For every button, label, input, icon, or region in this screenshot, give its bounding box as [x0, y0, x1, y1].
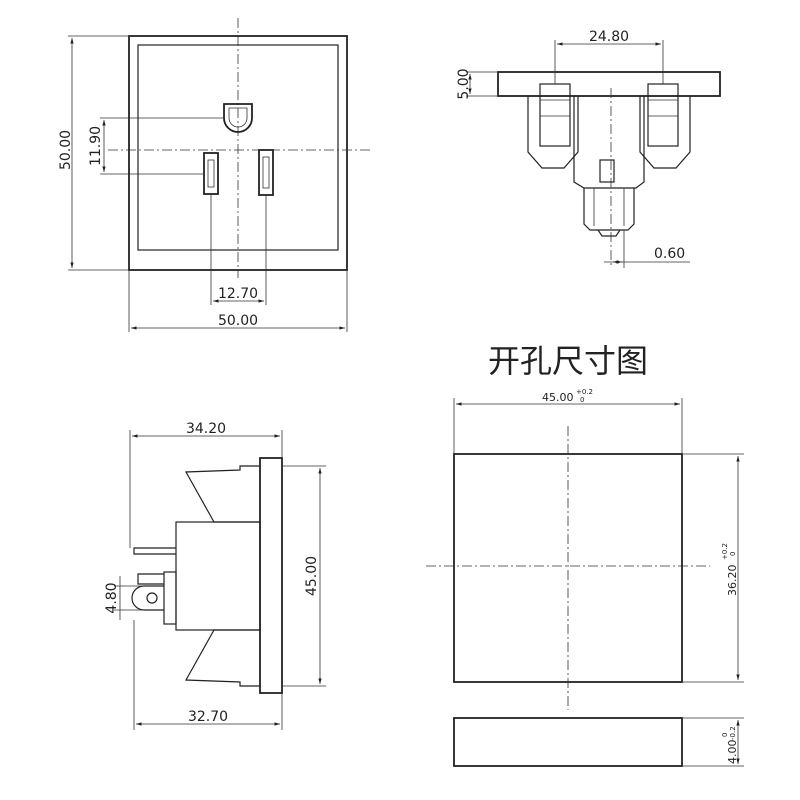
side-body	[175, 521, 261, 631]
flange-thickness-label: 5.00	[456, 68, 472, 99]
top-view: 24.80 5.00 0.60	[456, 29, 721, 268]
side-terminal-block	[163, 571, 177, 625]
side-view: 34.20 45.00 4.80 32.70	[104, 421, 326, 730]
top-terminal	[583, 188, 635, 231]
right-clip-inner	[647, 83, 679, 147]
top-pin-spacing-label: 24.80	[589, 29, 629, 45]
cutout-diagram: 开孔尺寸图 45.00 +0.2 0 36.20 +0.2 0 4.00 0 -…	[426, 342, 744, 767]
pin-thickness-label: 0.60	[654, 246, 685, 262]
side-top-terminal	[133, 547, 176, 555]
cutout-width-label: 45.00	[542, 391, 574, 404]
side-upper-clip	[184, 465, 260, 523]
panel-thickness-label: 4.00	[726, 740, 739, 765]
side-lug	[131, 585, 164, 611]
side-mid-terminal	[137, 573, 164, 585]
cutout-height-label: 36.20	[726, 565, 739, 597]
cutout-width-tol-upper: +0.2	[576, 388, 593, 396]
ground-pin-slot	[223, 103, 253, 133]
base-depth-label: 32.70	[188, 709, 228, 725]
front-view: 50.00 11.90 12.70 50.00	[58, 18, 370, 332]
panel-tol-lower: -0.2	[729, 726, 737, 740]
right-clip	[639, 96, 691, 169]
terminal-offset-label: 4.80	[104, 582, 120, 613]
top-body	[573, 96, 645, 189]
left-clip-inner	[539, 83, 571, 147]
cutout-title: 开孔尺寸图	[488, 342, 648, 380]
left-clip	[527, 96, 579, 169]
ground-offset-label: 11.90	[88, 126, 104, 166]
front-width-label: 50.00	[218, 313, 258, 329]
side-lug-hole	[146, 592, 158, 604]
panel-section	[453, 717, 683, 767]
side-depth-label: 34.20	[186, 421, 226, 437]
terminal-tip	[597, 229, 621, 237]
cutout-height-tol-lower: 0	[729, 552, 737, 556]
top-flange	[497, 71, 721, 97]
center-tab	[599, 159, 615, 183]
front-pin-spacing-label: 12.70	[218, 286, 258, 302]
cutout-width-tol-lower: 0	[580, 396, 584, 404]
cutout-height-tol-upper: +0.2	[721, 543, 729, 560]
side-lower-clip	[184, 629, 260, 687]
side-body-height-label: 45.00	[304, 556, 320, 596]
ground-pin-slot-inner	[228, 107, 248, 128]
front-height-label: 50.00	[58, 130, 74, 170]
right-pin-slot-inner	[262, 156, 270, 189]
left-pin-slot-inner	[207, 159, 215, 188]
panel-tol-upper: 0	[721, 733, 729, 737]
side-flange	[259, 457, 283, 694]
left-pin-slot	[203, 152, 219, 195]
